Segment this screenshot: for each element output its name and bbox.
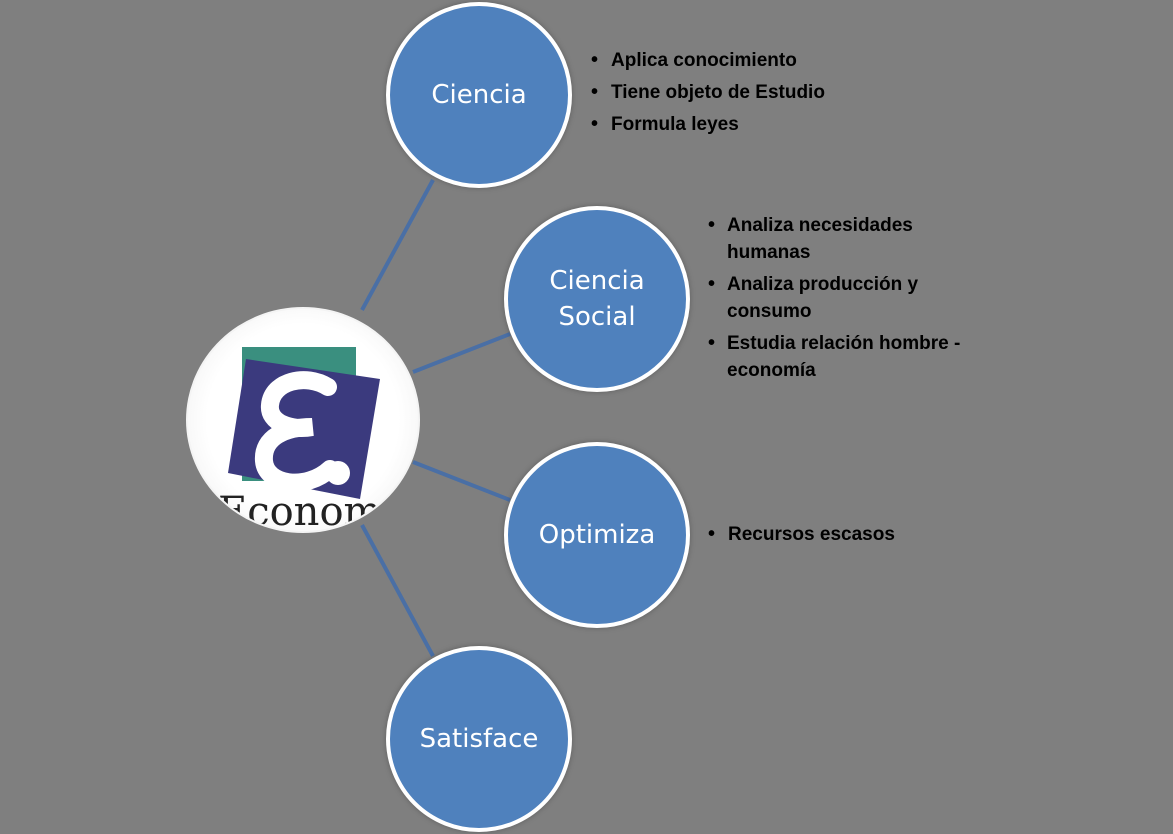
node-label: Ciencia Social (549, 266, 645, 332)
connector-satisface (360, 524, 435, 657)
bullet-item: Recursos escasos (706, 521, 996, 548)
economia-logo-icon: Economía (218, 347, 418, 533)
node-label: Optimiza (538, 520, 656, 550)
logo-text: Economía (218, 489, 418, 533)
bullets-ciencia-social: Analiza necesidades humanas Analiza prod… (706, 212, 996, 389)
bullet-item: Aplica conocimiento (589, 47, 889, 74)
connector-optimiza (412, 460, 511, 502)
bullet-item: Formula leyes (589, 111, 889, 138)
node-label: Satisface (419, 724, 539, 754)
bullet-item: Estudia relación hombre - economía (706, 330, 996, 384)
node-label: Ciencia (431, 80, 527, 110)
bullets-optimiza: Recursos escasos (706, 521, 996, 553)
bullet-item: Tiene objeto de Estudio (589, 79, 889, 106)
bullet-item: Analiza necesidades humanas (706, 212, 996, 266)
connector-ciencia (360, 179, 435, 311)
node-ciencia: Ciencia (386, 2, 572, 188)
node-satisface: Satisface (386, 646, 572, 832)
node-optimiza: Optimiza (504, 442, 690, 628)
connector-social (412, 332, 511, 374)
node-ciencia-social: Ciencia Social (504, 206, 690, 392)
economia-logo: Economía (186, 307, 420, 533)
bullet-item: Analiza producción y consumo (706, 271, 996, 325)
bullets-ciencia: Aplica conocimiento Tiene objeto de Estu… (589, 47, 889, 143)
